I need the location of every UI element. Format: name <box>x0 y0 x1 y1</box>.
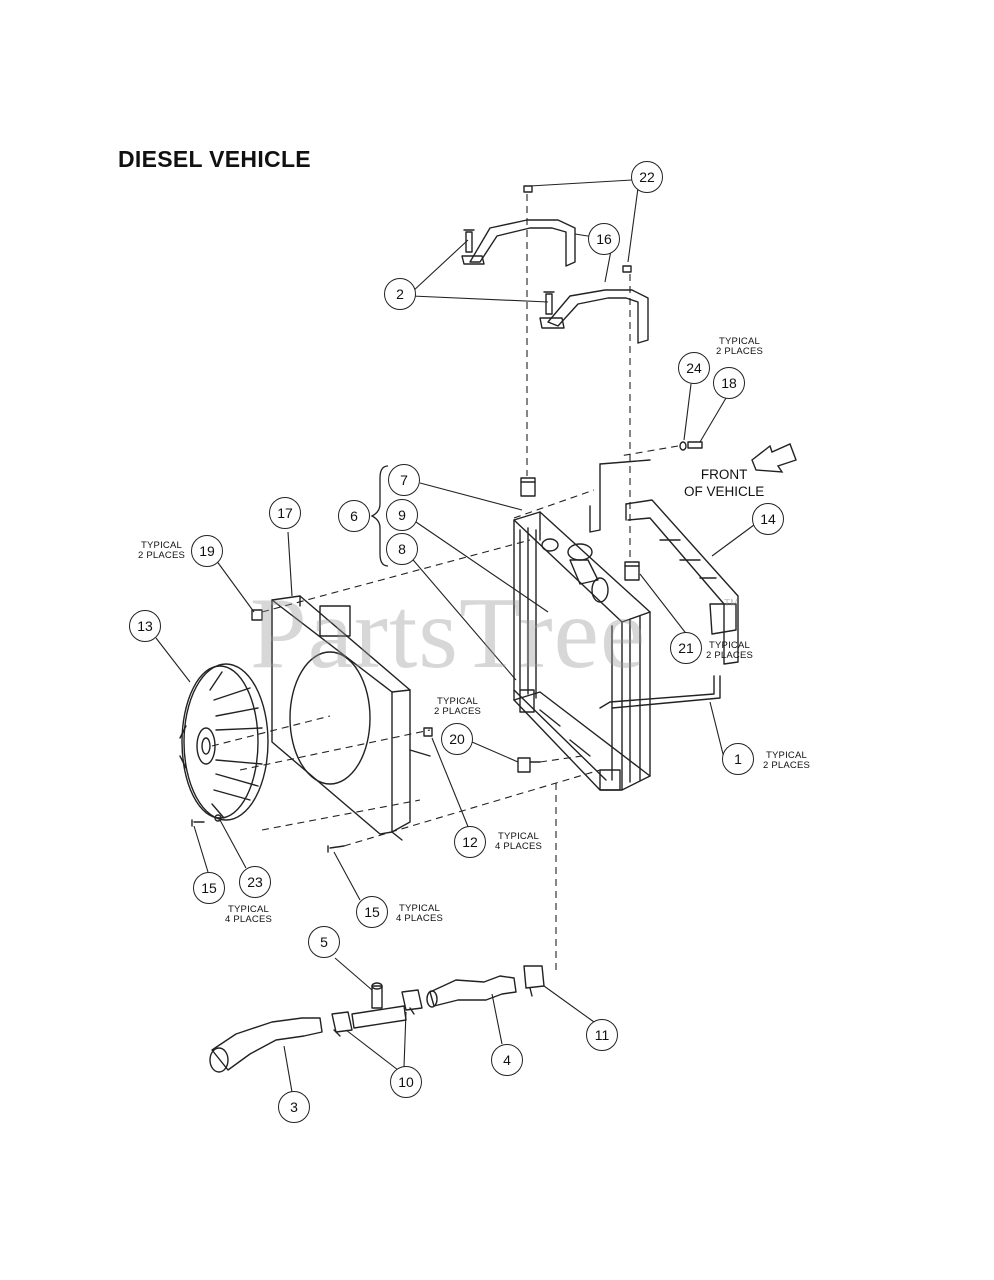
note-places: 4 PLACES <box>396 913 444 924</box>
dash-fan-lower <box>239 729 431 771</box>
note-typical: TYPICAL <box>766 750 807 761</box>
note-24-18: TYPICAL 2 PLACES <box>716 337 763 357</box>
dash-shroud-top <box>261 539 531 613</box>
nut-22-left <box>523 185 533 193</box>
callout-8: 8 <box>386 533 418 565</box>
callout-1: 1 <box>722 743 754 775</box>
dash-screw-15 <box>343 769 601 847</box>
hose-clamp-11 <box>523 965 545 997</box>
front-of-vehicle-label: FRONT OF VEHICLE <box>684 466 764 500</box>
overflow-tube <box>599 675 721 709</box>
radiator-support-bracket <box>589 459 739 665</box>
callout-18: 18 <box>713 367 745 399</box>
page-title: DIESEL VEHICLE <box>118 146 311 172</box>
tee-fitting-5 <box>351 982 407 1029</box>
callout-16: 16 <box>588 223 620 255</box>
front-arrow-icon <box>751 443 797 473</box>
callout-bracket-6 <box>370 465 389 567</box>
rubber-mount-right <box>624 561 640 581</box>
callout-15-left: 15 <box>193 872 225 904</box>
screw-15-left <box>191 819 205 827</box>
upper-hose-4 <box>426 975 517 1008</box>
note-places: 2 PLACES <box>138 550 186 561</box>
note-typical: TYPICAL <box>141 540 182 551</box>
dash-fan-center <box>211 715 331 747</box>
callout-3: 3 <box>278 1091 310 1123</box>
upper-bracket-front <box>539 289 649 344</box>
washer-23 <box>214 814 222 822</box>
lower-hose-3 <box>209 1017 323 1073</box>
note-1: TYPICAL 2 PLACES <box>763 751 810 771</box>
note-typical: TYPICAL <box>719 336 760 347</box>
callout-24: 24 <box>678 352 710 384</box>
dash-shroud-bottom <box>261 799 421 831</box>
callout-10: 10 <box>390 1066 422 1098</box>
dash-bolt-18 <box>619 445 679 457</box>
plug-20 <box>517 757 541 773</box>
front-label-line2: OF VEHICLE <box>684 484 765 499</box>
callout-13: 13 <box>129 610 161 642</box>
callout-9: 9 <box>386 499 418 531</box>
fan-shroud <box>271 595 431 841</box>
dash-plug-20 <box>539 755 583 763</box>
note-21: TYPICAL 2 PLACES <box>706 641 753 661</box>
note-places: 4 PLACES <box>225 914 273 925</box>
callout-21: 21 <box>670 632 702 664</box>
callout-2: 2 <box>384 278 416 310</box>
cooling-fan <box>179 663 269 821</box>
watermark-logo: PartsTree <box>250 577 647 690</box>
note-typical: TYPICAL <box>228 904 269 915</box>
bolt-18 <box>687 441 703 449</box>
note-places: 2 PLACES <box>706 650 754 661</box>
watermark-trademark: TM <box>724 598 739 609</box>
callout-22: 22 <box>631 161 663 193</box>
callout-6: 6 <box>338 500 370 532</box>
hose-clamp-10-left <box>331 1011 353 1037</box>
callout-17: 17 <box>269 497 301 529</box>
note-shroud: TYPICAL 2 PLACES <box>434 697 481 717</box>
note-places: 2 PLACES <box>434 706 482 717</box>
bolt-2-lower <box>543 291 555 315</box>
note-typical: TYPICAL <box>498 831 539 842</box>
callout-4: 4 <box>491 1044 523 1076</box>
radiator <box>513 511 651 791</box>
dash-radiator-top <box>513 489 595 519</box>
callout-11: 11 <box>586 1019 618 1051</box>
note-15-23: TYPICAL 4 PLACES <box>225 905 272 925</box>
callout-7: 7 <box>388 464 420 496</box>
callout-15-center: 15 <box>356 896 388 928</box>
upper-bracket-rear <box>461 219 576 267</box>
rubber-mount-left <box>520 477 536 497</box>
fastener-19 <box>251 609 263 621</box>
note-typical: TYPICAL <box>399 903 440 914</box>
callout-14: 14 <box>752 503 784 535</box>
callout-23: 23 <box>239 866 271 898</box>
hose-clamp-10-right <box>401 989 423 1015</box>
front-label-line1: FRONT <box>700 467 748 482</box>
note-places: 4 PLACES <box>495 841 543 852</box>
washer-24 <box>679 441 687 451</box>
nut-22-right <box>622 265 632 273</box>
note-places: 2 PLACES <box>716 346 764 357</box>
note-15-center: TYPICAL 4 PLACES <box>396 904 443 924</box>
nut-12 <box>423 727 433 737</box>
note-12: TYPICAL 4 PLACES <box>495 832 542 852</box>
screw-15-center <box>327 845 345 853</box>
note-places: 2 PLACES <box>763 760 811 771</box>
callout-12: 12 <box>454 826 486 858</box>
callout-19: 19 <box>191 535 223 567</box>
note-19: TYPICAL 2 PLACES <box>138 541 185 561</box>
note-typical: TYPICAL <box>437 696 478 707</box>
callout-20: 20 <box>441 723 473 755</box>
callout-5: 5 <box>308 926 340 958</box>
bolt-2-upper <box>463 229 475 253</box>
note-typical: TYPICAL <box>709 640 750 651</box>
